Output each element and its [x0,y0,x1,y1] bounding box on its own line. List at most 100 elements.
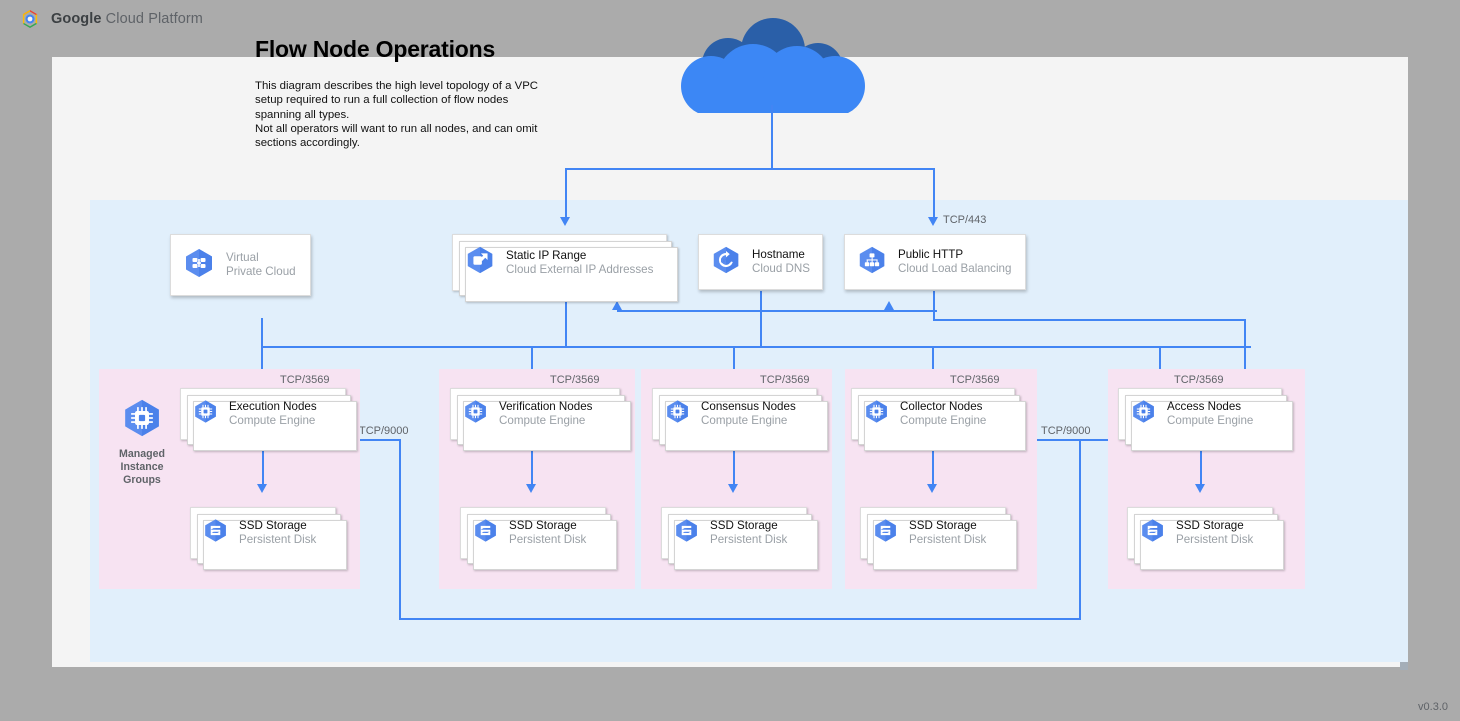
node-subtitle: Cloud Load Balancing [898,262,1012,275]
node-subtitle: Persistent Disk [239,533,317,546]
port-label-collector-in: TCP/9000 [1041,425,1091,437]
node-consensus-ssd-storage[interactable]: SSD Storage Persistent Disk [661,507,818,570]
node-title: Hostname [752,248,805,262]
node-subtitle: Cloud External IP Addresses [506,262,654,276]
node-virtual-private-cloud[interactable]: Virtual Private Cloud [170,234,311,296]
cloud-dns-icon: DNS [710,244,742,281]
arrow-to-public-http [928,217,938,226]
node-title: Public HTTP [898,248,964,262]
brand-rest: Cloud Platform [101,11,203,27]
wire-collector-to-disk [932,440,934,486]
port-label-execution-in: TCP/9000 [359,425,409,437]
wire-publichttp-down [933,291,935,320]
node-subtitle: Compute Engine [1167,414,1254,427]
port-label-consensus-3569: TCP/3569 [760,374,810,386]
node-title: Virtual [226,251,259,265]
wire-drop-access [1159,346,1161,378]
virtual-private-cloud-icon [182,246,216,285]
wire-drop-collector [932,346,934,378]
compute-engine-icon [664,398,691,430]
wire-drop-verification [531,346,533,378]
port-label-collector-3569: TCP/3569 [950,374,1000,386]
wire-consensus-to-disk [733,440,735,486]
compute-engine-icon [462,398,489,430]
node-verification-ssd-storage[interactable]: SSD Storage Persistent Disk [460,507,617,570]
wire-bus-riser-left [261,318,263,347]
arrow-consensus-to-disk [728,484,738,493]
persistent-disk-icon [1139,517,1166,549]
compute-engine-icon [1130,398,1157,430]
node-public-http[interactable]: Public HTTP Cloud Load Balancing [844,234,1026,290]
wire-main-bus [261,346,1251,348]
node-title: Collector Nodes [900,400,983,414]
wire-execution-to-disk [262,440,264,486]
port-label-execution-3569: TCP/3569 [280,374,330,386]
node-title: SSD Storage [1176,519,1244,533]
wire-hostname-down [760,291,762,347]
node-static-ip-range[interactable]: Static IP Range Cloud External IP Addres… [452,234,678,302]
node-collector-nodes[interactable]: Collector Nodes Compute Engine [851,388,1026,451]
version-label: v0.3.0 [1418,701,1448,713]
node-title: Static IP Range [506,248,587,262]
wire-return-staticip-h [617,310,937,312]
arrow-collector-to-disk [927,484,937,493]
node-subtitle: Persistent Disk [710,533,788,546]
node-subtitle: Private Cloud [226,265,296,278]
arrow-return-staticip [612,301,622,310]
google-cloud-logo-icon [18,7,42,31]
wire-verification-to-disk [531,440,533,486]
arrow-to-static-ip [560,217,570,226]
node-title: Verification Nodes [499,400,593,414]
node-subtitle: Persistent Disk [909,533,987,546]
node-hostname[interactable]: DNS Hostname Cloud DNS [698,234,823,290]
page-title: Flow Node Operations [255,36,496,62]
brand-label: Google Cloud Platform [51,11,203,27]
node-title: SSD Storage [909,519,977,533]
brand-google: Google [51,11,102,27]
arrow-execution-to-disk [257,484,267,493]
svg-text:DNS: DNS [721,258,732,264]
node-title: SSD Storage [509,519,577,533]
node-access-nodes[interactable]: Access Nodes Compute Engine [1118,388,1293,451]
brand-header: Google Cloud Platform [18,7,203,31]
wire-cloud-split [565,168,935,170]
wire-to-access-9000 [1244,319,1246,378]
diagram-description: This diagram describes the high level to… [255,80,539,150]
wire-access-loop-up [399,439,401,619]
node-title: Consensus Nodes [701,400,796,414]
node-collector-ssd-storage[interactable]: SSD Storage Persistent Disk [860,507,1017,570]
wire-access-to-collector [1026,439,1118,441]
persistent-disk-icon [673,517,700,549]
wire-to-public-http [933,168,935,219]
node-access-ssd-storage[interactable]: SSD Storage Persistent Disk [1127,507,1284,570]
node-title: SSD Storage [239,519,307,533]
wire-publichttp-right [933,319,1246,321]
arrow-access-to-disk [1195,484,1205,493]
wire-staticip-down [565,291,567,347]
wire-access-loop-bottom [399,618,1081,620]
node-consensus-nodes[interactable]: Consensus Nodes Compute Engine [652,388,828,451]
port-label-verification-3569: TCP/3569 [550,374,600,386]
managed-instance-group-icon [120,396,164,445]
node-subtitle: Compute Engine [701,414,788,427]
persistent-disk-icon [472,517,499,549]
port-label-access-3569: TCP/3569 [1174,374,1224,386]
persistent-disk-icon [872,517,899,549]
node-subtitle: Compute Engine [229,414,316,427]
port-label-https: TCP/443 [943,214,987,226]
arrow-verification-to-disk [526,484,536,493]
node-execution-nodes[interactable]: Execution Nodes Compute Engine [180,388,357,451]
node-subtitle: Persistent Disk [1176,533,1254,546]
node-subtitle: Cloud DNS [752,262,810,275]
node-subtitle: Compute Engine [499,414,586,427]
persistent-disk-icon [202,517,229,549]
wire-to-static-ip [565,168,567,219]
compute-engine-icon [192,398,219,430]
node-subtitle: Persistent Disk [509,533,587,546]
group-label-managed-instance-groups: Managed Instance Groups [119,448,165,486]
wire-cloud-stem [771,105,773,169]
node-execution-ssd-storage[interactable]: SSD Storage Persistent Disk [190,507,347,570]
node-subtitle: Compute Engine [900,414,987,427]
node-verification-nodes[interactable]: Verification Nodes Compute Engine [450,388,631,451]
node-title: Execution Nodes [229,400,317,414]
